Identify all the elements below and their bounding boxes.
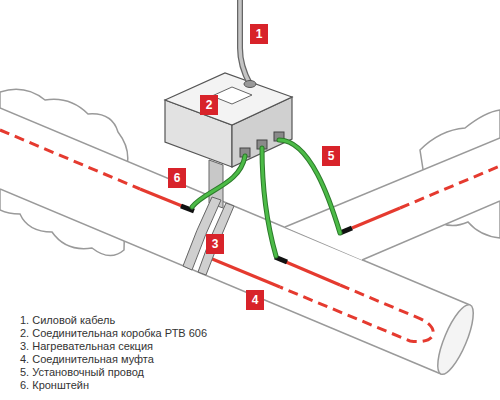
pipe-edge	[285, 138, 500, 227]
heating-cable	[400, 166, 500, 208]
bracket-strap	[198, 203, 234, 275]
power-cable	[240, 0, 250, 84]
callout-number: 5	[322, 146, 340, 166]
cable-gland	[244, 81, 256, 88]
legend-line: 5. Установочный провод	[20, 366, 144, 379]
heating-cable	[286, 262, 340, 285]
heating-cable	[352, 208, 400, 228]
heating-cable	[0, 130, 140, 189]
branch-pipe	[285, 138, 500, 260]
heating-cable	[140, 189, 182, 206]
legend-line: 2. Соединительная коробка РТВ 606	[20, 327, 207, 340]
legend-line: 3. Нагревательная секция	[20, 340, 153, 353]
installation-wire	[192, 140, 340, 256]
callout-number: 2	[200, 95, 218, 115]
callout-number: 3	[206, 234, 224, 254]
box-lid	[165, 73, 292, 125]
legend-line: 4. Соединительная муфта	[20, 353, 154, 366]
legend-line: 6. Кронштейн	[20, 379, 89, 392]
callout-number: 6	[168, 168, 186, 188]
callout-number: 1	[250, 24, 268, 44]
pipe-edge	[362, 201, 500, 260]
power-cable	[240, 0, 250, 84]
lid-plate	[212, 87, 252, 104]
pipe-end	[431, 301, 480, 379]
legend-line: 1. Силовой кабель	[20, 314, 115, 327]
heating-cable	[280, 285, 433, 342]
callout-number: 4	[246, 290, 264, 310]
heating-cable	[205, 256, 280, 287]
